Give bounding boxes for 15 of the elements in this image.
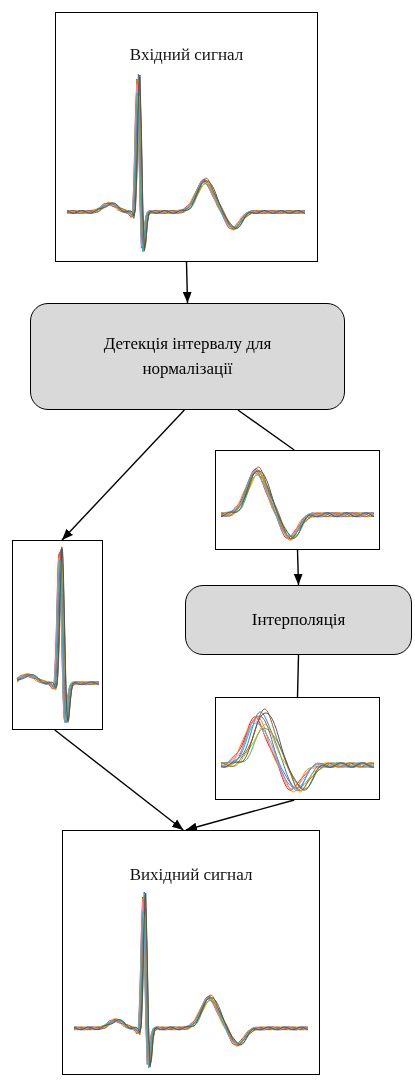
connector-line xyxy=(237,409,295,451)
node-title: Вихідний сигнал xyxy=(128,864,254,886)
arrow xyxy=(61,409,186,541)
arrow xyxy=(293,549,303,586)
process-box: Детекція інтервалу для нормалізації xyxy=(30,303,345,410)
picture-frame xyxy=(215,450,380,550)
picture-frame xyxy=(215,697,380,800)
signal-plot-frame xyxy=(62,830,320,1075)
arrow xyxy=(182,261,192,304)
process-box: Інтерполяція xyxy=(185,585,412,655)
arrow xyxy=(54,729,184,831)
arrow xyxy=(185,799,295,832)
node-title: Вхідний сигнал xyxy=(128,44,245,66)
connector-line xyxy=(296,654,300,698)
signal-plot-frame xyxy=(55,12,318,262)
